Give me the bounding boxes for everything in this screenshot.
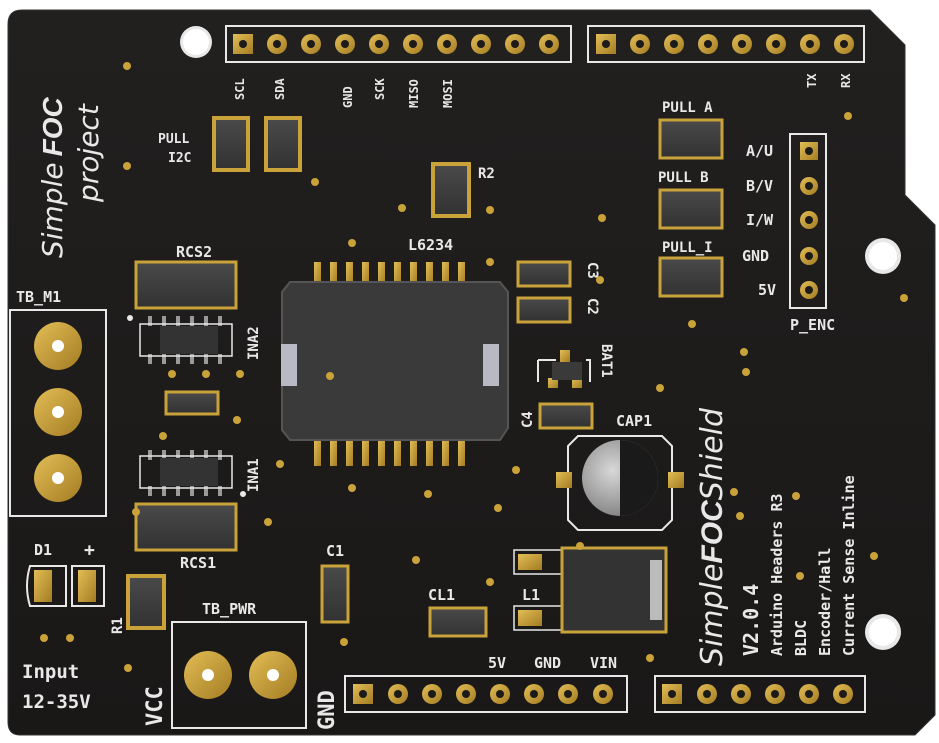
ina-resistor xyxy=(164,390,220,416)
l6234-driver xyxy=(281,262,509,466)
feature-line-1: Arduino Headers R3 xyxy=(768,493,786,656)
label-l1: L1 xyxy=(522,586,540,604)
label-c3: C3 xyxy=(584,262,600,279)
label-cap1: CAP1 xyxy=(616,412,652,430)
label-pull-b: PULL B xyxy=(658,170,709,186)
ina2-chip xyxy=(127,315,233,364)
label-p-enc: P_ENC xyxy=(790,316,835,334)
logo-simple: Simple xyxy=(36,162,69,258)
c4-capacitor xyxy=(538,402,594,430)
label-rcs1: RCS1 xyxy=(180,554,216,572)
logo-project: project xyxy=(72,103,105,203)
shield-simple: Simple xyxy=(695,564,730,666)
label-sck: SCK xyxy=(373,78,387,100)
label-tb-pwr: TB_PWR xyxy=(202,600,257,618)
label-cl1: CL1 xyxy=(428,586,455,604)
label-input-2: 12-35V xyxy=(22,691,91,713)
label-c2: C2 xyxy=(584,298,600,315)
label-gnd-bottom: GND xyxy=(534,654,561,672)
cap1-electrolytic xyxy=(556,435,684,531)
label-gnd-top: GND xyxy=(341,86,355,108)
encoder-header xyxy=(789,133,827,309)
label-plus: + xyxy=(84,540,95,561)
tb-pwr-terminal xyxy=(171,621,307,729)
label-pull-i2c-1: PULL xyxy=(158,132,189,147)
feature-line-4: Current Sense Inline xyxy=(840,475,858,656)
label-bat1: BAT1 xyxy=(598,344,614,378)
shield-logo: SimpleFOCShield xyxy=(695,407,730,666)
feature-line-2: BLDC xyxy=(792,620,810,656)
label-enc-b: B/V xyxy=(746,177,773,195)
label-sda: SDA xyxy=(273,78,287,100)
label-enc-5v: 5V xyxy=(758,281,776,299)
label-r2: R2 xyxy=(478,166,495,182)
label-vcc: VCC xyxy=(143,686,168,726)
label-vin: VIN xyxy=(590,654,617,672)
pull-a-resistor xyxy=(658,118,724,160)
label-pull-a: PULL A xyxy=(662,100,713,116)
label-c4: C4 xyxy=(520,411,536,428)
shield-foc: FOC xyxy=(696,499,729,564)
vias xyxy=(40,62,908,672)
header-top-left xyxy=(225,25,572,63)
tb-m1-terminal xyxy=(9,309,107,517)
label-d1: D1 xyxy=(34,541,52,559)
label-pull-i: PULL_I xyxy=(662,240,713,256)
svg-text:SimpleFOC: Simple FOC xyxy=(36,97,69,258)
label-l6234: L6234 xyxy=(408,236,453,254)
c1-capacitor xyxy=(320,564,350,624)
rcs2-resistor xyxy=(134,260,238,310)
label-input-1: Input xyxy=(22,661,79,683)
pull-b-resistor xyxy=(658,188,724,230)
version-label: V2.0.4 xyxy=(739,584,763,656)
label-rcs2: RCS2 xyxy=(176,243,212,261)
l1-regulator xyxy=(513,546,668,634)
label-pull-i2c-2: I2C xyxy=(168,151,191,166)
c2-capacitor xyxy=(516,296,572,324)
label-scl: SCL xyxy=(233,78,247,100)
ina1-chip xyxy=(139,450,246,497)
label-r1: R1 xyxy=(110,617,126,634)
header-bottom-right xyxy=(654,675,866,713)
pull-i-resistor xyxy=(658,256,724,298)
label-5v: 5V xyxy=(488,654,506,672)
header-bottom-left xyxy=(344,675,628,713)
label-mosi: MOSI xyxy=(441,79,455,108)
r1-resistor xyxy=(126,574,166,630)
bat1-diode xyxy=(537,350,591,388)
label-tx: TX xyxy=(805,73,819,88)
shield-shield: Shield xyxy=(695,407,730,500)
label-enc-a: A/U xyxy=(746,142,773,160)
label-tb-m1: TB_M1 xyxy=(16,288,61,306)
cl1-capacitor xyxy=(428,606,488,638)
label-gnd-pwr: GND xyxy=(315,690,340,730)
label-enc-i: I/W xyxy=(746,211,774,229)
pull-i2c-resistors xyxy=(212,116,302,172)
label-miso: MISO xyxy=(407,79,421,108)
mounting-holes xyxy=(180,26,901,650)
label-rx: RX xyxy=(839,73,853,88)
d1-diode xyxy=(26,565,105,607)
label-c1: C1 xyxy=(326,542,344,560)
c3-capacitor xyxy=(516,260,572,288)
r2-resistor xyxy=(431,162,471,218)
feature-line-3: Encoder/Hall xyxy=(816,548,834,656)
header-top-right xyxy=(587,25,865,63)
label-enc-gnd: GND xyxy=(742,247,769,265)
rcs1-resistor xyxy=(134,502,238,552)
project-logo: Simple FOC project xyxy=(36,97,105,258)
logo-foc: FOC xyxy=(37,97,68,157)
svg-text:SimpleFOCShield: SimpleFOCShield xyxy=(695,407,730,666)
label-ina1: INA1 xyxy=(246,458,262,492)
label-ina2: INA2 xyxy=(246,326,262,360)
